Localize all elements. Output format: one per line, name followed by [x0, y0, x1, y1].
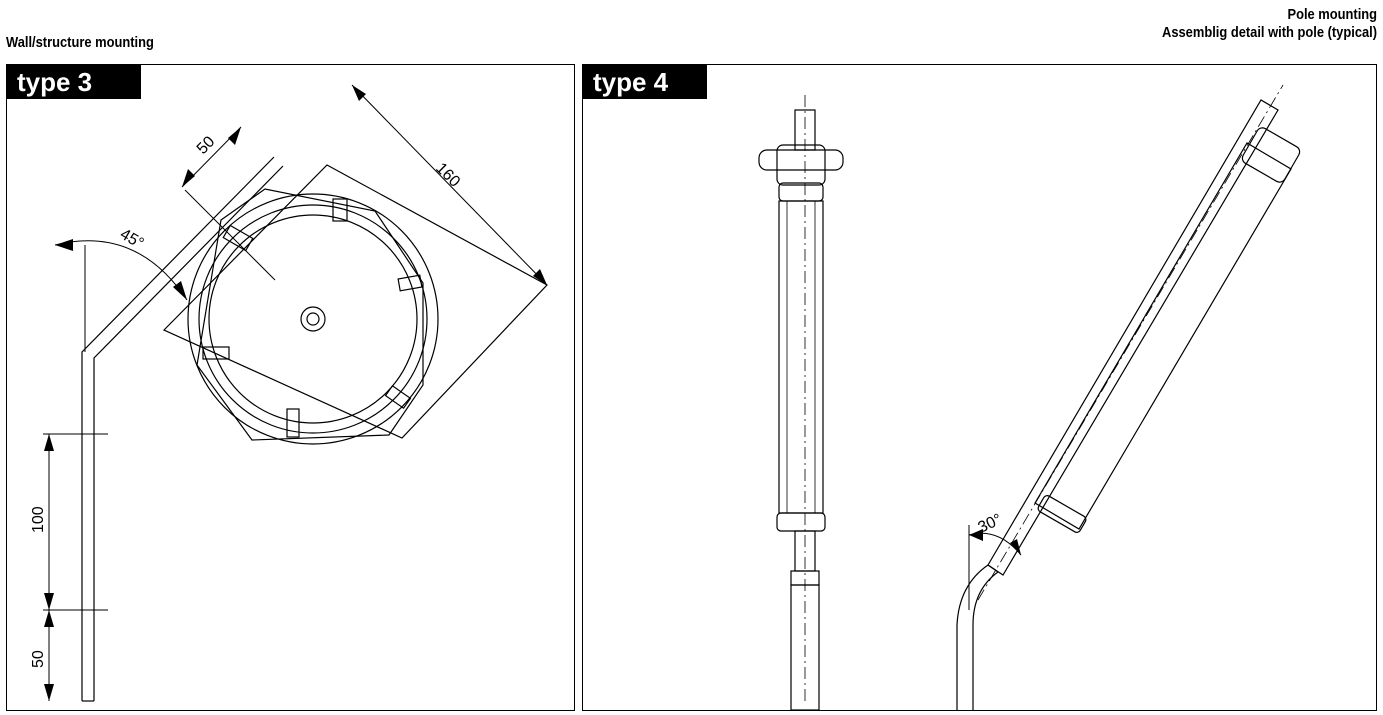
enclosure-inner-ring — [208, 214, 418, 424]
dim-label-30deg: 30° — [976, 511, 1005, 537]
arrow-head — [533, 269, 547, 285]
arrow-head — [182, 169, 195, 187]
dim-label-45deg: 45° — [117, 226, 146, 253]
heading-wall-mounting: Wall/structure mounting — [6, 34, 154, 51]
heading-pole-mounting-title: Pole mounting — [1287, 6, 1377, 23]
enclosure-mid-ring — [198, 204, 428, 434]
arrow-head — [969, 529, 983, 541]
clamp — [332, 198, 348, 222]
bottom-collar — [776, 512, 826, 532]
arrow-head — [352, 85, 366, 101]
inclined-centerline — [977, 84, 1284, 601]
panel-type-3: 50 160 45° 100 50 type 3 — [6, 64, 575, 711]
top-head-cap — [758, 149, 844, 171]
dim-label-160: 160 — [432, 160, 463, 191]
clamp — [202, 346, 230, 360]
arrow-head — [55, 239, 73, 251]
top-collar — [778, 182, 824, 202]
dim-label-100: 100 — [30, 506, 47, 533]
panel-type-4: 30° type 4 — [582, 64, 1377, 711]
heading-pole-mounting: Pole mounting Assemblig detail with pole… — [1162, 6, 1377, 42]
mounting-plate — [162, 164, 548, 439]
arrow-head — [44, 434, 54, 451]
arrow-head — [228, 127, 241, 145]
enclosure-tube — [778, 200, 824, 514]
arrow-head — [44, 593, 54, 610]
inclined-head — [1241, 127, 1301, 183]
type-3-drawing: 50 160 45° 100 50 — [30, 84, 548, 702]
arrow-head — [1010, 539, 1021, 555]
type-3-tag: type 3 — [7, 65, 141, 99]
enclosure-body — [196, 188, 424, 441]
enclosure-outer-ring — [187, 193, 439, 445]
enclosure-hub-outer — [300, 306, 326, 332]
type-4-drawing: 30° — [758, 84, 1301, 710]
angle-45-arc — [54, 240, 188, 301]
arrow-head — [173, 281, 187, 300]
bent-pole — [956, 564, 1000, 710]
clamp — [384, 384, 412, 410]
inclined-pole — [987, 99, 1279, 576]
clamp — [286, 408, 300, 438]
inclined-bottom-collar — [1037, 495, 1087, 533]
dim-50-top-ext-a — [184, 189, 276, 281]
clamp — [397, 274, 423, 292]
type-4-tag: type 4 — [583, 65, 707, 99]
enclosure-hub-inner — [306, 312, 320, 326]
arrow-head — [44, 610, 54, 627]
dim-160-line — [351, 84, 548, 286]
heading-pole-mounting-subtitle: Assemblig detail with pole (typical) — [1161, 24, 1377, 41]
top-head — [776, 144, 826, 186]
arrow-head — [44, 684, 54, 701]
dim-label-50-bottom: 50 — [30, 650, 47, 668]
bracket-inner-edge — [93, 165, 284, 701]
bracket-outer-edge — [81, 156, 275, 701]
inclined-enclosure — [1034, 142, 1292, 530]
